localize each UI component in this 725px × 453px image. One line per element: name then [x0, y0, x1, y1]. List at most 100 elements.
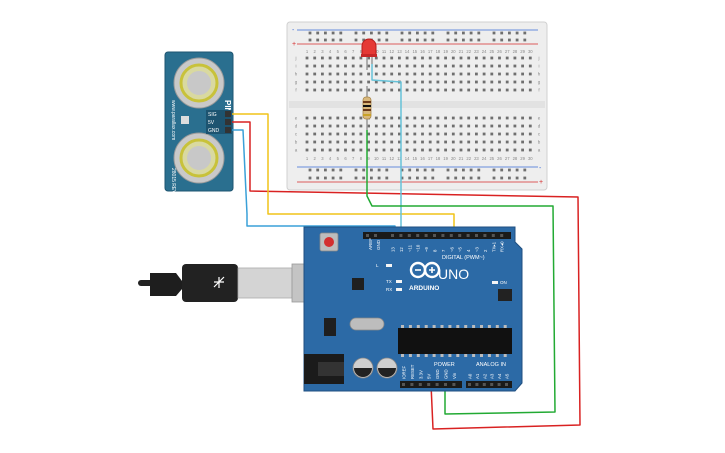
- rail-hole[interactable]: [362, 176, 366, 180]
- digital-pin-hole[interactable]: [424, 234, 428, 237]
- rail-hole[interactable]: [362, 31, 366, 35]
- breadboard-hole[interactable]: [451, 148, 455, 152]
- breadboard-hole[interactable]: [421, 124, 424, 128]
- rail-hole[interactable]: [331, 38, 335, 42]
- digital-pin-hole[interactable]: [433, 234, 436, 237]
- ultrasonic-sensor[interactable]: PING))) www.parallax.com 28015 REV C SIG…: [164, 51, 234, 199]
- breadboard-hole[interactable]: [382, 132, 386, 136]
- breadboard-hole[interactable]: [459, 72, 463, 76]
- breadboard-hole[interactable]: [475, 80, 478, 84]
- wire-green-resistor[interactable]: [366, 130, 556, 415]
- rail-hole[interactable]: [324, 176, 327, 180]
- breadboard-hole[interactable]: [513, 64, 517, 68]
- rail-hole[interactable]: [400, 176, 404, 180]
- breadboard-hole[interactable]: [413, 124, 417, 128]
- rail-hole[interactable]: [469, 168, 473, 172]
- breadboard-hole[interactable]: [467, 148, 471, 152]
- rail-hole[interactable]: [454, 168, 458, 172]
- breadboard-hole[interactable]: [428, 72, 432, 76]
- breadboard-hole[interactable]: [305, 148, 309, 152]
- breadboard-hole[interactable]: [351, 80, 355, 84]
- breadboard-hole[interactable]: [482, 88, 486, 92]
- rail-hole[interactable]: [377, 31, 381, 35]
- breadboard-hole[interactable]: [490, 140, 494, 144]
- rail-hole[interactable]: [416, 38, 419, 42]
- breadboard-hole[interactable]: [328, 148, 332, 152]
- breadboard-hole[interactable]: [313, 80, 317, 84]
- breadboard-hole[interactable]: [513, 116, 517, 120]
- breadboard-hole[interactable]: [321, 88, 324, 92]
- breadboard-hole[interactable]: [421, 56, 424, 60]
- rail-hole[interactable]: [492, 38, 496, 42]
- breadboard-hole[interactable]: [528, 80, 532, 84]
- sensor-pin-sig[interactable]: [225, 111, 231, 117]
- breadboard-hole[interactable]: [367, 56, 370, 60]
- rail-hole[interactable]: [454, 31, 458, 35]
- breadboard-hole[interactable]: [367, 64, 370, 68]
- breadboard-hole[interactable]: [305, 56, 309, 60]
- breadboard-hole[interactable]: [444, 80, 447, 84]
- breadboard-hole[interactable]: [490, 72, 494, 76]
- breadboard-hole[interactable]: [344, 132, 347, 136]
- breadboard-hole[interactable]: [521, 148, 524, 152]
- breadboard-hole[interactable]: [413, 64, 417, 68]
- rail-hole[interactable]: [339, 168, 343, 172]
- breadboard-hole[interactable]: [513, 132, 517, 136]
- breadboard-hole[interactable]: [390, 132, 394, 136]
- breadboard-hole[interactable]: [482, 72, 486, 76]
- breadboard-hole[interactable]: [382, 116, 386, 120]
- breadboard-hole[interactable]: [321, 140, 324, 144]
- breadboard-hole[interactable]: [336, 132, 340, 136]
- breadboard-hole[interactable]: [451, 56, 455, 60]
- breadboard-hole[interactable]: [482, 132, 486, 136]
- rail-hole[interactable]: [477, 38, 481, 42]
- breadboard-hole[interactable]: [398, 56, 401, 60]
- breadboard-hole[interactable]: [498, 132, 501, 136]
- digital-pin-hole[interactable]: [399, 234, 403, 237]
- rail-hole[interactable]: [492, 176, 496, 180]
- breadboard-hole[interactable]: [336, 56, 340, 60]
- breadboard-hole[interactable]: [428, 116, 432, 120]
- rail-hole[interactable]: [515, 31, 519, 35]
- breadboard-hole[interactable]: [475, 140, 478, 144]
- analog-pin-hole[interactable]: [497, 383, 501, 386]
- rail-hole[interactable]: [446, 38, 450, 42]
- breadboard-hole[interactable]: [398, 64, 401, 68]
- breadboard-hole[interactable]: [428, 56, 432, 60]
- breadboard-hole[interactable]: [436, 88, 440, 92]
- breadboard-hole[interactable]: [359, 132, 363, 136]
- rail-hole[interactable]: [408, 168, 412, 172]
- breadboard-hole[interactable]: [359, 56, 363, 60]
- rail-hole[interactable]: [354, 31, 358, 35]
- breadboard-hole[interactable]: [390, 56, 394, 60]
- breadboard-hole[interactable]: [444, 64, 447, 68]
- breadboard-hole[interactable]: [490, 56, 494, 60]
- breadboard-hole[interactable]: [459, 132, 463, 136]
- breadboard-hole[interactable]: [367, 88, 370, 92]
- rail-hole[interactable]: [370, 176, 373, 180]
- breadboard-hole[interactable]: [336, 88, 340, 92]
- breadboard-hole[interactable]: [444, 88, 447, 92]
- breadboard-hole[interactable]: [398, 140, 401, 144]
- digital-pin-hole[interactable]: [416, 234, 420, 237]
- breadboard-hole[interactable]: [428, 64, 432, 68]
- breadboard-hole[interactable]: [321, 148, 324, 152]
- breadboard-hole[interactable]: [428, 124, 432, 128]
- breadboard-hole[interactable]: [313, 72, 317, 76]
- breadboard-hole[interactable]: [498, 116, 501, 120]
- rail-hole[interactable]: [423, 31, 427, 35]
- rail-hole[interactable]: [462, 176, 465, 180]
- breadboard-hole[interactable]: [351, 88, 355, 92]
- rail-hole[interactable]: [331, 31, 335, 35]
- breadboard-hole[interactable]: [436, 132, 440, 136]
- breadboard-hole[interactable]: [336, 148, 340, 152]
- breadboard-hole[interactable]: [374, 88, 378, 92]
- rail-hole[interactable]: [324, 168, 327, 172]
- breadboard-hole[interactable]: [382, 148, 386, 152]
- breadboard-hole[interactable]: [413, 132, 417, 136]
- breadboard-hole[interactable]: [405, 80, 409, 84]
- breadboard-hole[interactable]: [374, 64, 378, 68]
- breadboard-hole[interactable]: [505, 132, 509, 136]
- breadboard-hole[interactable]: [451, 116, 455, 120]
- breadboard-hole[interactable]: [374, 72, 378, 76]
